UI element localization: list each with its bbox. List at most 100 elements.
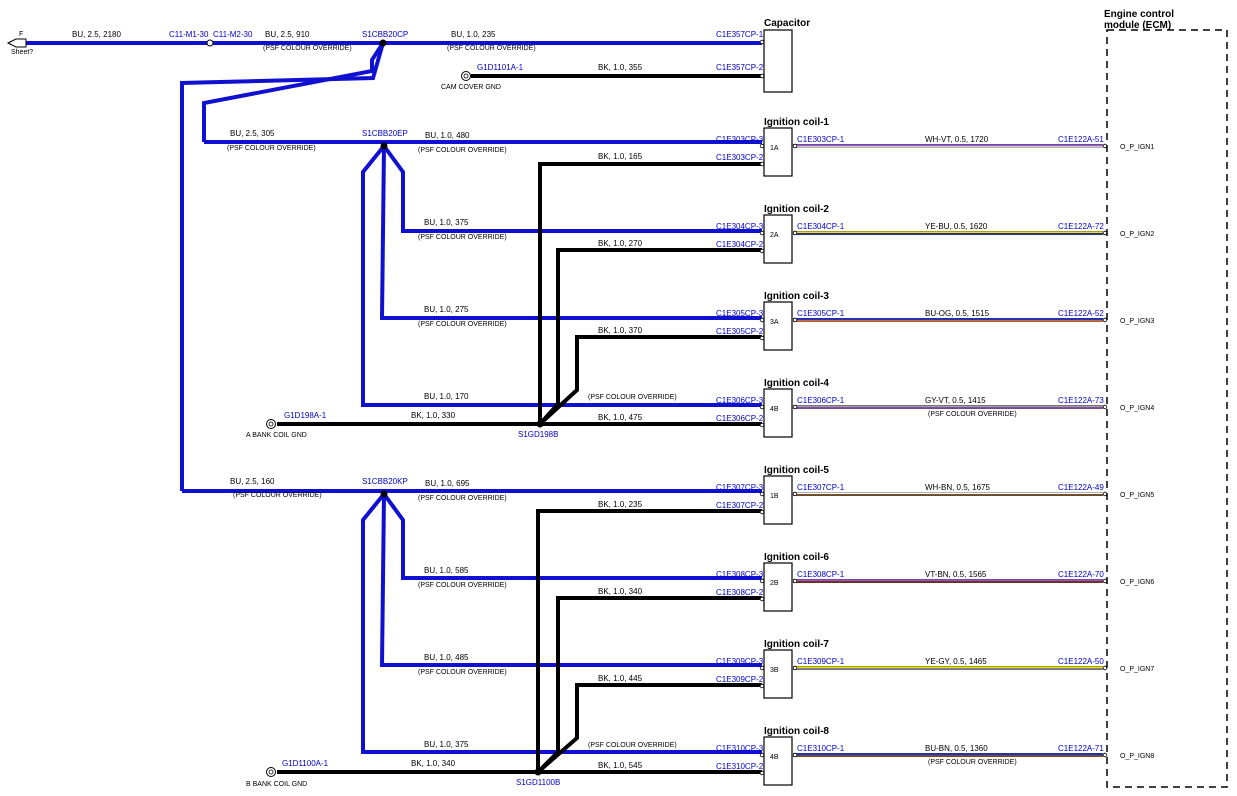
pin-dot — [759, 317, 765, 323]
coil-body — [763, 388, 793, 438]
pin-dot — [759, 39, 765, 45]
connector-c11-m2: C11-M2-30 — [213, 30, 253, 39]
coil-title: Ignition coil-3 — [764, 291, 829, 302]
pin-dot — [759, 143, 765, 149]
splice-dot — [536, 420, 544, 428]
ecm-pin: C1E122A-73 — [1058, 396, 1104, 405]
coil-pin1: C1E304CP-1 — [797, 222, 845, 231]
splice-s1gd1100b: S1GD1100B — [516, 778, 560, 787]
b-bank-coil-ground[interactable]: G1D1100A-1 B BANK COIL GND BK, 1.0, 340 — [246, 759, 456, 788]
feed-wire-b-note: (PSF COLOUR OVERRIDE) — [233, 492, 322, 499]
pin-dot — [759, 404, 765, 410]
top-wire-3: BU, 1.0, 235 — [451, 30, 496, 39]
coil-signal-note: (PSF COLOUR OVERRIDE) — [928, 759, 1017, 766]
ignition-coil-7[interactable]: Ignition coil-73BC1E309CP-3C1E309CP-2C1E… — [418, 639, 1154, 699]
coil-title: Ignition coil-7 — [764, 639, 829, 650]
coil-pin2: C1E306CP-2 — [716, 414, 764, 423]
coil-body — [763, 736, 793, 786]
capacitor[interactable]: Capacitor C1E357CP-1 C1E357CP-2 — [716, 18, 810, 93]
coil-pin3: C1E306CP-3 — [716, 396, 764, 405]
coil-bk-wire: BK, 1.0, 370 — [598, 326, 643, 335]
ignition-coil-3[interactable]: Ignition coil-33AC1E305CP-3C1E305CP-2C1E… — [418, 291, 1154, 351]
pin-dot — [759, 161, 765, 167]
ecm-signal: O_P_IGN4 — [1120, 405, 1154, 412]
coil-block-label: 3A — [770, 319, 779, 326]
pin-dot — [759, 752, 765, 758]
ignition-coil-4[interactable]: Ignition coil-44BC1E306CP-3C1E306CP-2C1E… — [424, 378, 1154, 438]
coil-bu-wire: BU, 1.0, 485 — [424, 653, 469, 662]
coil-body — [763, 475, 793, 525]
coil-bk-wire: BK, 1.0, 165 — [598, 152, 643, 161]
top-wire-2-note: (PSF COLOUR OVERRIDE) — [263, 45, 352, 52]
ecm-title-line1: Engine control — [1104, 9, 1174, 20]
splice-s1cbb20cp: S1CBB20CP — [362, 30, 408, 39]
ecm-signal: O_P_IGN6 — [1120, 579, 1154, 586]
feed-wire-b: BU, 2.5, 160 — [230, 477, 275, 486]
coil-title: Ignition coil-8 — [764, 726, 829, 737]
capacitor-title: Capacitor — [764, 18, 810, 29]
b-bank-ground-wire: BK, 1.0, 340 — [411, 759, 456, 768]
offsheet-connector[interactable]: F Sheet? — [6, 31, 33, 56]
coil-pin3: C1E309CP-3 — [716, 657, 764, 666]
coil-signal-wire: VT-BN, 0.5, 1565 — [925, 570, 987, 579]
top-wire-2: BU, 2.5, 910 — [265, 30, 310, 39]
pin-dot — [759, 770, 765, 776]
ignition-coil-5[interactable]: Ignition coil-51BC1E307CP-3C1E307CP-2C1E… — [418, 465, 1154, 525]
cam-cover-ground-ref: G1D1101A-1 — [477, 63, 524, 72]
coil-bu-note: (PSF COLOUR OVERRIDE) — [418, 582, 507, 589]
splice-dot — [379, 39, 387, 47]
pin-dot — [792, 230, 798, 236]
coil-signal-wire: BU-BN, 0.5, 1360 — [925, 744, 988, 753]
top-wire-1: BU, 2.5, 2180 — [72, 30, 121, 39]
a-bank-coil-ground[interactable]: G1D198A-1 A BANK COIL GND BK, 1.0, 330 — [246, 411, 456, 439]
coil-pin2: C1E310CP-2 — [716, 762, 764, 771]
ignition-coil-1[interactable]: Ignition coil-11AC1E303CP-3C1E303CP-2C1E… — [418, 117, 1154, 177]
ignition-coil-8[interactable]: Ignition coil-84BC1E310CP-3C1E310CP-2C1E… — [424, 726, 1154, 786]
coil-pin3: C1E304CP-3 — [716, 222, 764, 231]
coil-bu-wire: BU, 1.0, 585 — [424, 566, 469, 575]
coil-pin1: C1E308CP-1 — [797, 570, 845, 579]
ecm-signal: O_P_IGN5 — [1120, 492, 1154, 499]
coil-block-label: 4B — [770, 754, 779, 761]
coil-body — [763, 127, 793, 177]
a-bank-ground-label: A BANK COIL GND — [246, 432, 307, 439]
ecm-box — [1106, 29, 1228, 788]
ecm-pin: C1E122A-49 — [1058, 483, 1104, 492]
pin-dot — [759, 596, 765, 602]
coil-pin3: C1E308CP-3 — [716, 570, 764, 579]
pin-dot — [792, 665, 798, 671]
capacitor-pin2: C1E357CP-2 — [716, 63, 764, 72]
coil-bk-wire: BK, 1.0, 340 — [598, 587, 643, 596]
coil-bu-note: (PSF COLOUR OVERRIDE) — [588, 394, 677, 401]
coil-pin3: C1E303CP-3 — [716, 135, 764, 144]
ecm-pin: C1E122A-70 — [1058, 570, 1104, 579]
coil-title: Ignition coil-4 — [764, 378, 829, 389]
ecm-signal: O_P_IGN8 — [1120, 753, 1154, 760]
coil-block-label: 1B — [770, 493, 779, 500]
pin-dot — [759, 248, 765, 254]
pin-dot — [759, 230, 765, 236]
coil-signal-wire: GY-VT, 0.5, 1415 — [925, 396, 986, 405]
blue-power-wires — [10, 41, 762, 754]
coil-body — [763, 649, 793, 699]
coil-bu-wire: BU, 1.0, 275 — [424, 305, 469, 314]
ignition-coil-2[interactable]: Ignition coil-22AC1E304CP-3C1E304CP-2C1E… — [418, 204, 1154, 264]
b-bank-ground-label: B BANK COIL GND — [246, 781, 307, 788]
ground-icon — [461, 71, 471, 81]
coil-bk-wire: BK, 1.0, 545 — [598, 761, 643, 770]
offsheet-arrow-icon — [6, 38, 27, 48]
pin-dot — [759, 73, 765, 79]
coil-pin1: C1E303CP-1 — [797, 135, 845, 144]
splice-s1cbb20kp: S1CBB20KP — [362, 477, 408, 486]
cam-cover-ground-label: CAM COVER GND — [441, 84, 501, 91]
cam-cover-ground[interactable]: G1D1101A-1 CAM COVER GND BK, 1.0, 355 — [441, 63, 643, 91]
splice-s1cbb20ep: S1CBB20EP — [362, 129, 408, 138]
pin-dot — [1102, 404, 1108, 410]
coil-pin2: C1E303CP-2 — [716, 153, 764, 162]
coil-signal-wire: WH-VT, 0.5, 1720 — [925, 135, 989, 144]
pin-dot — [792, 143, 798, 149]
coil-pin1: C1E310CP-1 — [797, 744, 845, 753]
ignition-coil-6[interactable]: Ignition coil-62BC1E308CP-3C1E308CP-2C1E… — [418, 552, 1154, 612]
coil-pin3: C1E307CP-3 — [716, 483, 764, 492]
pin-dot — [759, 422, 765, 428]
